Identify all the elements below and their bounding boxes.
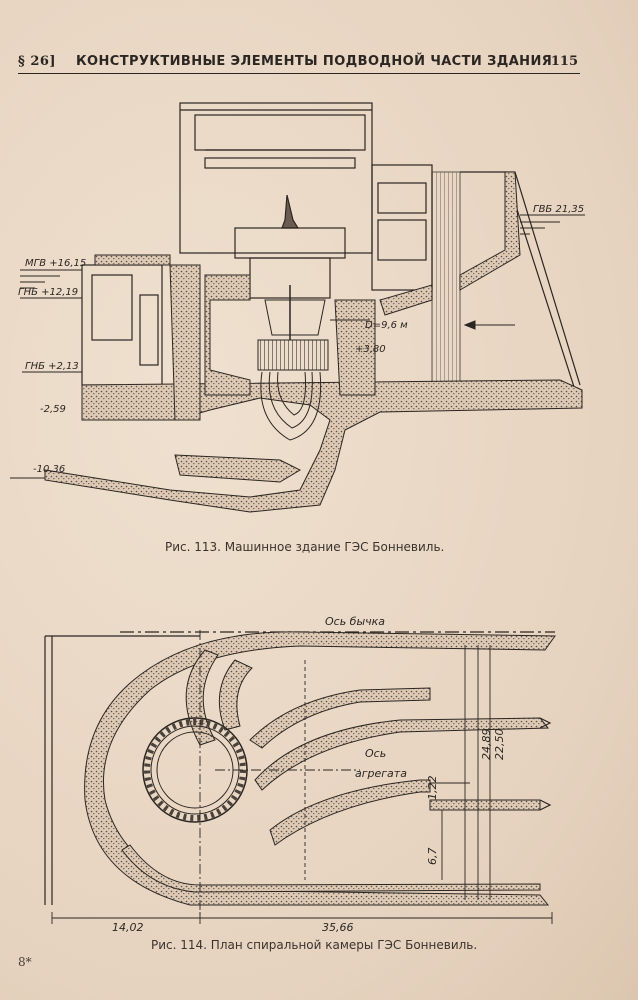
concrete-mass xyxy=(44,171,583,513)
dim-122: 1,22 xyxy=(426,776,439,801)
water-levels xyxy=(10,214,585,479)
figure-113-caption: Рис. 113. Машинное здание ГЭС Бонневиль. xyxy=(165,540,445,554)
page-number: 115 xyxy=(550,54,578,69)
label-mgv: МГВ +16,15 xyxy=(25,258,86,269)
spiral-casing-shell xyxy=(84,631,556,906)
dimension-lines xyxy=(51,630,553,924)
plan-outline xyxy=(44,631,555,905)
label-unit-axis-1: Ось xyxy=(365,747,386,760)
dim-67: 6,7 xyxy=(426,848,439,866)
signature-mark: 8* xyxy=(18,955,32,969)
powerhouse-section-drawing xyxy=(81,102,581,391)
label-diameter: D=9,6 м xyxy=(365,320,408,331)
running-header: § 26] КОНСТРУКТИВНЫЕ ЭЛЕМЕНТЫ ПОДВОДНОЙ … xyxy=(18,54,578,76)
label-unit-axis-2: агрегата xyxy=(355,767,407,780)
turbine-spiral-case xyxy=(257,285,329,441)
running-title: КОНСТРУКТИВНЫЕ ЭЛЕМЕНТЫ ПОДВОДНОЙ ЧАСТИ … xyxy=(76,54,553,69)
label-pier-axis: Ось бычка xyxy=(325,615,385,628)
label-elev-380: +3,80 xyxy=(355,344,386,355)
dim-2250: 22,50 xyxy=(493,729,506,761)
header-rule xyxy=(18,73,580,74)
dim-1402: 14,02 xyxy=(112,921,144,934)
dim-2489: 24,89 xyxy=(480,729,493,761)
label-gnb-upper: ГНБ +12,19 xyxy=(18,287,78,298)
elevation-labels: МГВ +16,15 ГНБ +12,19 ГНБ +2,13 -2,59 -1… xyxy=(18,204,584,475)
dim-3566: 35,66 xyxy=(322,921,354,934)
figure-114-caption: Рис. 114. План спиральной камеры ГЭС Бон… xyxy=(151,938,478,952)
label-elev-259: -2,59 xyxy=(40,404,66,415)
label-gnb-lower: ГНБ +2,13 xyxy=(25,361,79,372)
label-elev-1036: -10,36 xyxy=(33,464,65,475)
section-number: § 26] xyxy=(18,54,57,69)
plan-labels: Ось бычка Ось агрегата 14,02 35,66 24,89… xyxy=(112,615,506,934)
label-gvb: ГВБ 21,35 xyxy=(533,204,584,215)
